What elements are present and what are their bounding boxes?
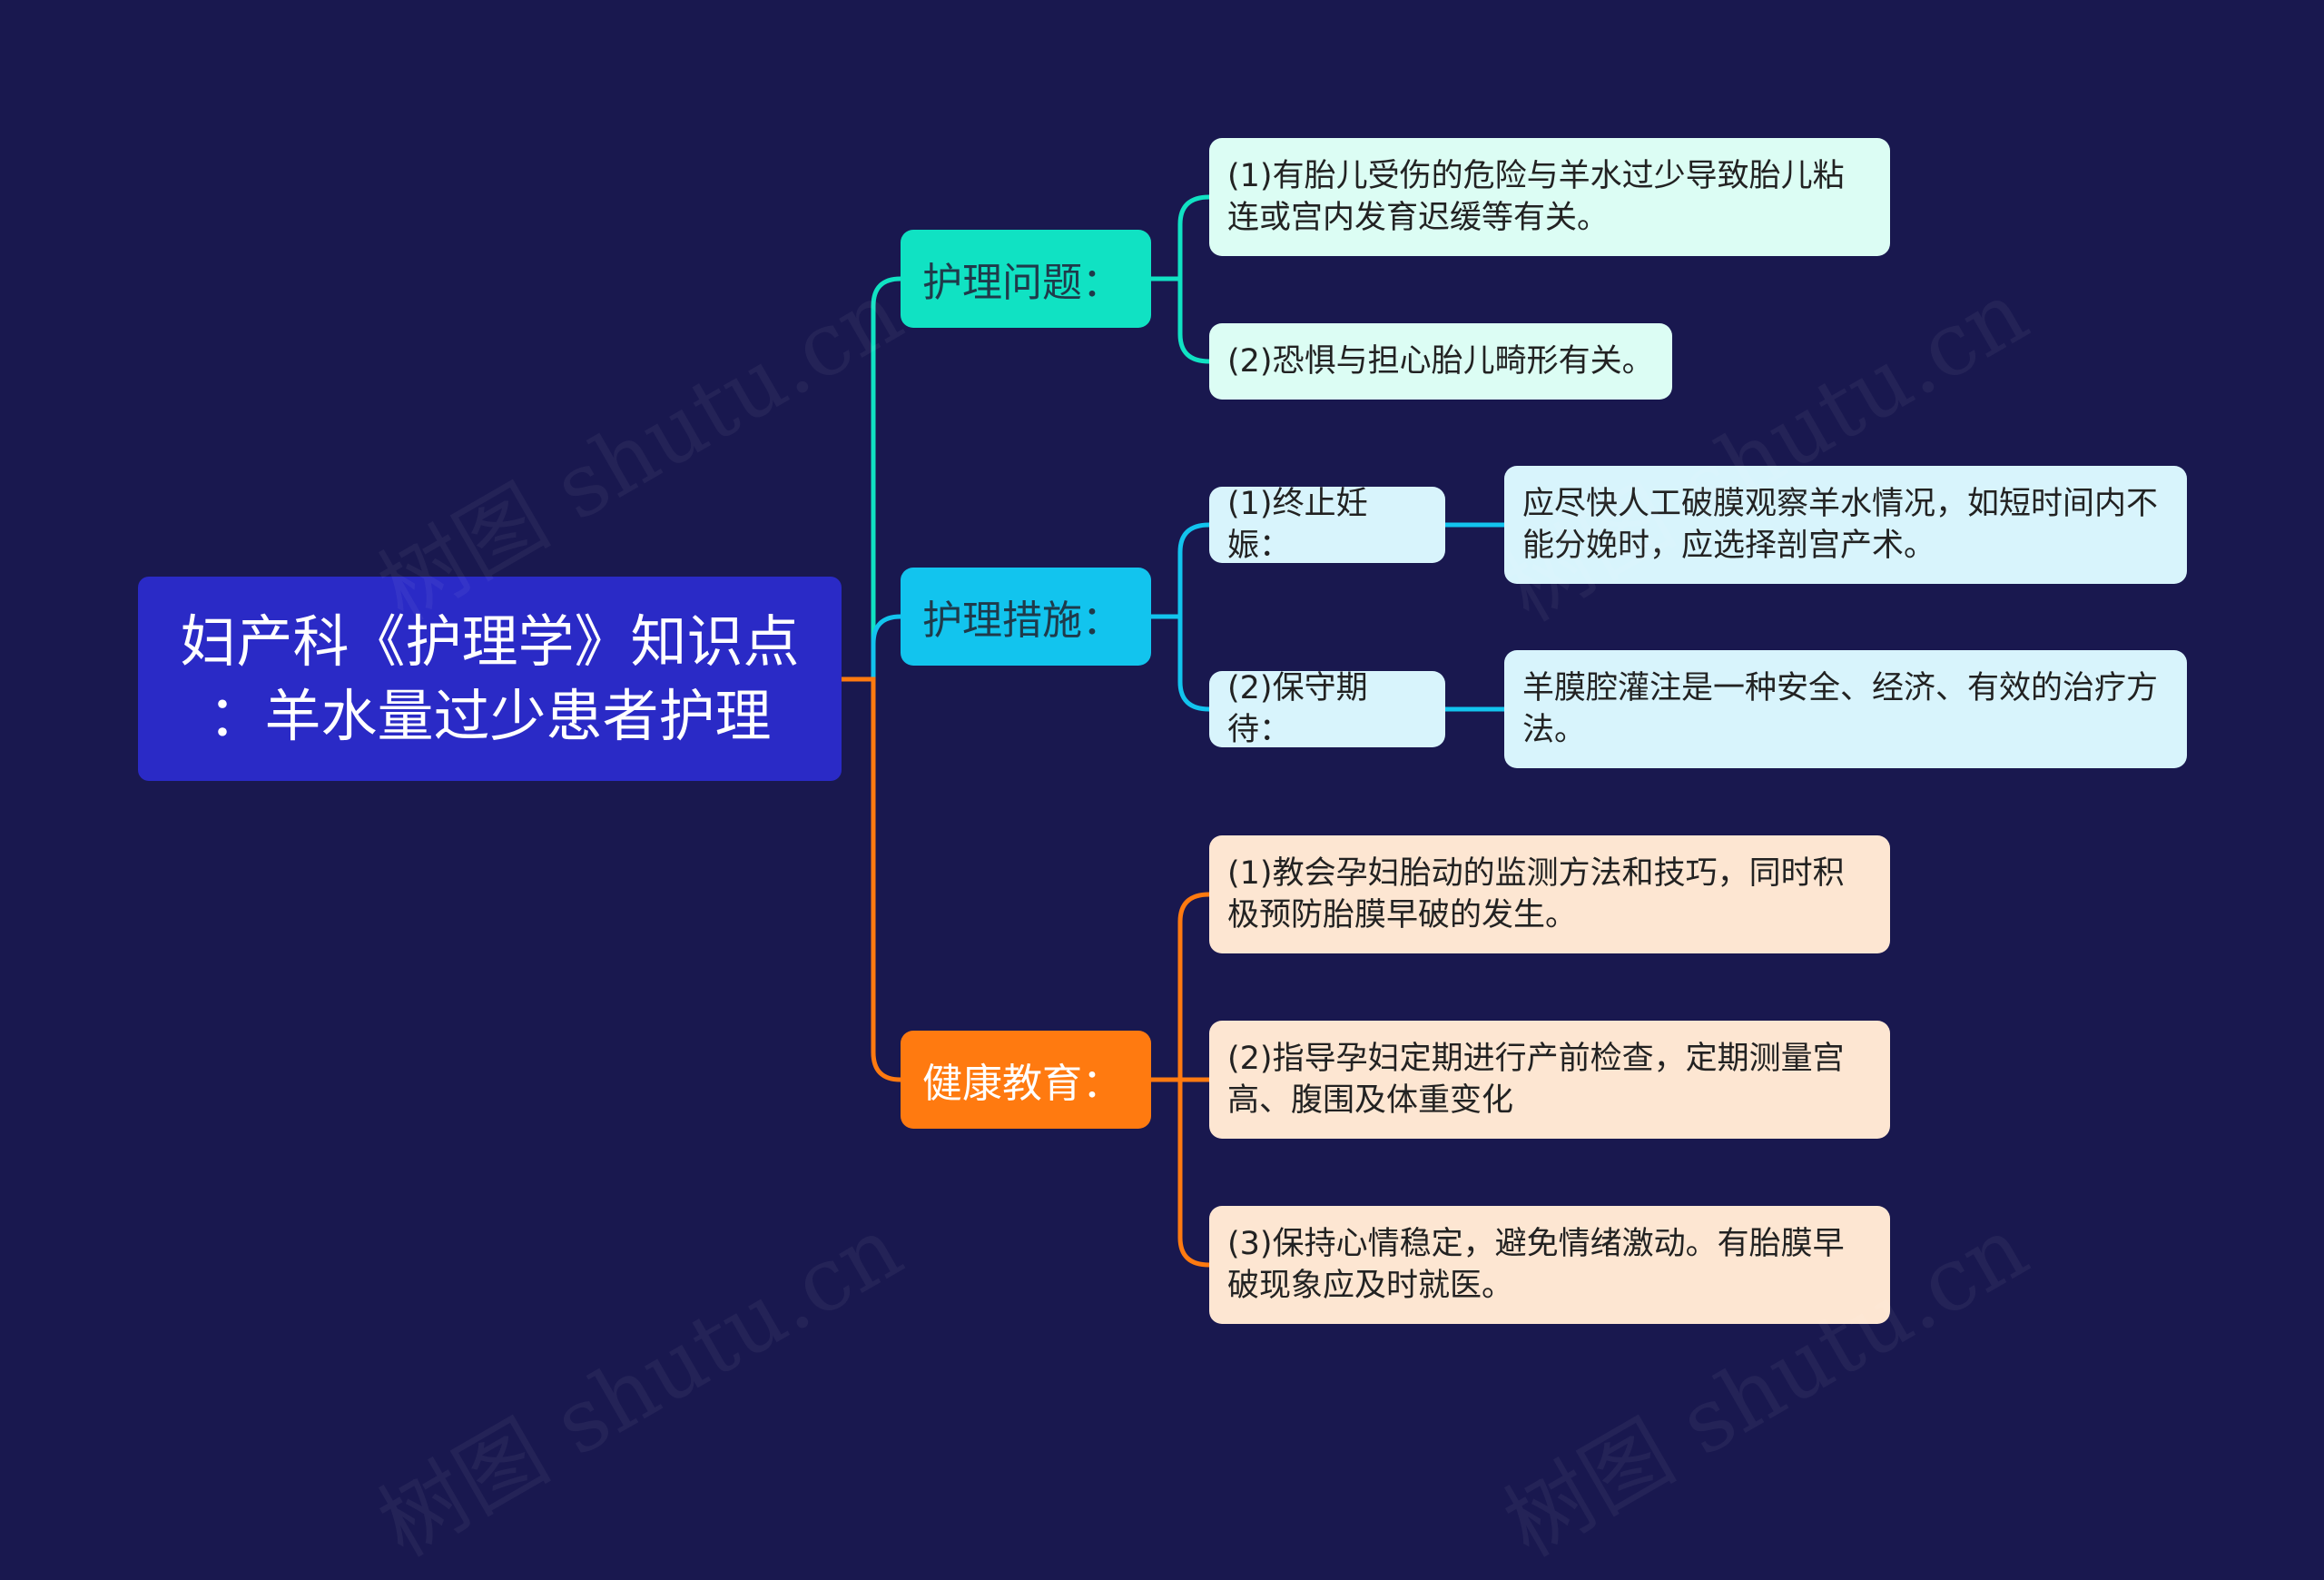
leaf-measure-1-detail[interactable]: 应尽快人工破膜观察羊水情况，如短时间内不能分娩时，应选择剖宫产术。 bbox=[1504, 466, 2187, 584]
connector-edu-3 bbox=[1151, 1077, 1210, 1268]
connector-root-edu bbox=[842, 676, 901, 1082]
connector-lines bbox=[842, 194, 1504, 1268]
leaf-problem-1[interactable]: (1)有胎儿受伤的危险与羊水过少导致胎儿粘连或宫内发育迟缓等有关。 bbox=[1209, 138, 1890, 256]
connector-root-measure bbox=[842, 614, 901, 682]
mind-map-canvas: 妇产科《护理学》知识点 ：羊水量过少患者护理 护理问题： 护理措施： 健康教育：… bbox=[138, 138, 2187, 1576]
leaf-measure-2-detail[interactable]: 羊膜腔灌注是一种安全、经济、有效的治疗方法。 bbox=[1504, 650, 2187, 768]
leaf-text: 羊膜腔灌注是一种安全、经济、有效的治疗方法。 bbox=[1522, 670, 2159, 748]
connector-edu-1 bbox=[1151, 892, 1210, 1082]
leaf-edu-3[interactable]: (3)保持心情稳定，避免情绪激动。有胎膜早破现象应及时就医。 bbox=[1209, 1206, 1890, 1324]
root-topic-text: 妇产科《护理学》知识点 ：羊水量过少患者护理 bbox=[180, 605, 799, 754]
leaf-text: (1)终止妊娠： bbox=[1227, 486, 1368, 564]
root-topic-line2: ：羊水量过少患者护理 bbox=[208, 682, 772, 749]
branch-nursing-problem[interactable]: 护理问题： bbox=[901, 230, 1151, 328]
connector-problem-2 bbox=[1151, 276, 1210, 364]
connector-measure-1 bbox=[1151, 522, 1210, 619]
leaf-text: (2)保守期待： bbox=[1227, 670, 1368, 748]
leaf-text: (1)有胎儿受伤的危险与羊水过少导致胎儿粘连或宫内发育迟缓等有关。 bbox=[1227, 158, 1845, 236]
leaf-edu-1[interactable]: (1)教会孕妇胎动的监测方法和技巧，同时积极预防胎膜早破的发生。 bbox=[1209, 835, 1890, 953]
leaf-problem-2[interactable]: (2)恐惧与担心胎儿畸形有关。 bbox=[1209, 323, 1672, 400]
leaf-text: (2)恐惧与担心胎儿畸形有关。 bbox=[1227, 343, 1654, 380]
leaf-text: (3)保持心情稳定，避免情绪激动。有胎膜早破现象应及时就医。 bbox=[1227, 1226, 1845, 1304]
leaf-edu-2[interactable]: (2)指导孕妇定期进行产前检查，定期测量宫高、腹围及体重变化 bbox=[1209, 1021, 1890, 1139]
connector-root-problem bbox=[842, 276, 901, 682]
leaf-measure-1[interactable]: (1)终止妊娠： bbox=[1209, 486, 1445, 564]
leaf-text: (1)教会孕妇胎动的监测方法和技巧，同时积极预防胎膜早破的发生。 bbox=[1227, 855, 1845, 933]
connector-problem-1 bbox=[1151, 194, 1210, 281]
branch-health-education[interactable]: 健康教育： bbox=[901, 1031, 1151, 1129]
root-topic-line1: 妇产科《护理学》知识点 bbox=[180, 607, 800, 675]
root-topic[interactable]: 妇产科《护理学》知识点 ：羊水量过少患者护理 bbox=[138, 577, 842, 781]
leaf-text: (2)指导孕妇定期进行产前检查，定期测量宫高、腹围及体重变化 bbox=[1227, 1041, 1845, 1119]
connector-measure-2 bbox=[1151, 614, 1210, 712]
branch-nursing-measures[interactable]: 护理措施： bbox=[901, 568, 1151, 666]
branch-label: 健康教育： bbox=[922, 1061, 1122, 1107]
leaf-text: 应尽快人工破膜观察羊水情况，如短时间内不能分娩时，应选择剖宫产术。 bbox=[1522, 486, 2159, 564]
branch-label: 护理问题： bbox=[922, 260, 1122, 306]
branch-label: 护理措施： bbox=[922, 597, 1122, 644]
leaf-measure-2[interactable]: (2)保守期待： bbox=[1209, 670, 1445, 748]
